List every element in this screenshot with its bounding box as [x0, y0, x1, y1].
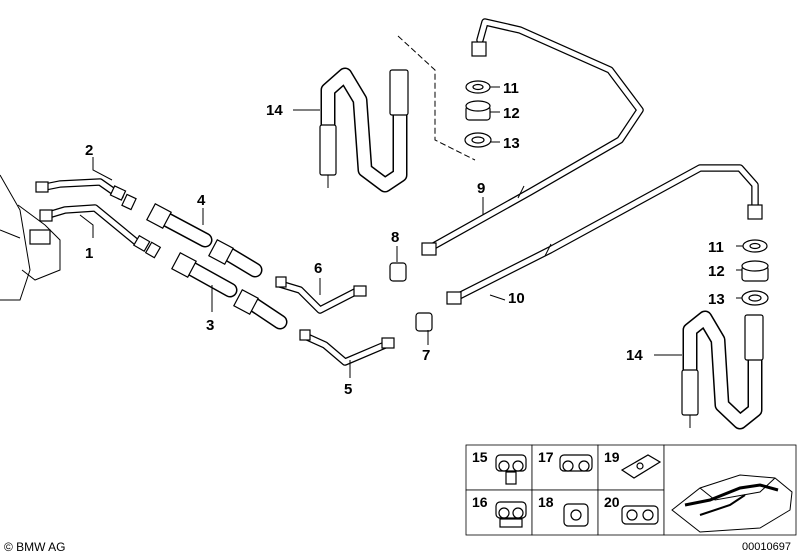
clip-16-icon	[495, 501, 527, 528]
callout-3: 3	[206, 317, 214, 334]
callout-2: 2	[85, 142, 93, 159]
legend-19: 19	[604, 449, 620, 465]
callout-11-lower: 11	[708, 239, 724, 256]
washer-13-upper	[464, 132, 492, 148]
clip-20-icon	[621, 505, 659, 525]
legend-15: 15	[472, 449, 488, 465]
legend-20: 20	[604, 494, 620, 510]
legend-17: 17	[538, 449, 554, 465]
brake-hose-14-lower	[681, 310, 764, 430]
washer-11-upper	[465, 80, 491, 94]
callout-9: 9	[477, 180, 485, 197]
brake-hose-3	[171, 252, 288, 330]
washer-13-lower	[741, 290, 769, 306]
legend-16: 16	[472, 494, 488, 510]
brake-hose-14-upper	[319, 67, 409, 193]
callout-5: 5	[344, 381, 352, 398]
legend-18: 18	[538, 494, 554, 510]
clip-18-icon	[563, 503, 589, 527]
leader-lines	[79, 86, 743, 378]
callout-12-lower: 12	[708, 263, 725, 280]
connector-7	[415, 312, 433, 332]
callout-4: 4	[197, 192, 206, 209]
brake-pipe-1	[39, 204, 162, 259]
clip-17-icon	[559, 454, 593, 472]
brake-pipe-5	[299, 329, 395, 366]
connector-8	[389, 262, 407, 282]
callout-6: 6	[314, 260, 322, 277]
callout-14-upper: 14	[266, 102, 283, 119]
clip-15-icon	[495, 454, 527, 485]
car-location-icon	[671, 474, 793, 533]
callout-12-upper: 12	[503, 105, 520, 122]
washer-11-lower	[742, 239, 768, 253]
callout-13-lower: 13	[708, 291, 725, 308]
callout-7: 7	[422, 347, 430, 364]
dashed-guide-upper	[397, 35, 476, 161]
copyright-text: © BMW AG	[4, 540, 66, 554]
callout-11-upper: 11	[503, 80, 519, 97]
diagram-code: 00010697	[742, 541, 791, 553]
abs-unit	[0, 174, 61, 301]
brake-pipe-6	[275, 276, 367, 314]
cap-12-upper	[465, 100, 491, 121]
brake-pipe-9	[421, 18, 644, 256]
brake-pipe-2	[35, 178, 137, 211]
brake-pipe-10	[446, 164, 763, 305]
callout-10: 10	[508, 290, 525, 307]
cap-12-lower	[741, 260, 769, 282]
parts-legend: 15 17 19 16 18 20	[465, 444, 797, 536]
callout-1: 1	[85, 245, 93, 262]
callout-14-lower: 14	[626, 347, 643, 364]
clip-19-icon	[620, 454, 662, 479]
callout-13-upper: 13	[503, 135, 520, 152]
brake-hose-4	[146, 203, 263, 278]
callout-8: 8	[391, 229, 399, 246]
